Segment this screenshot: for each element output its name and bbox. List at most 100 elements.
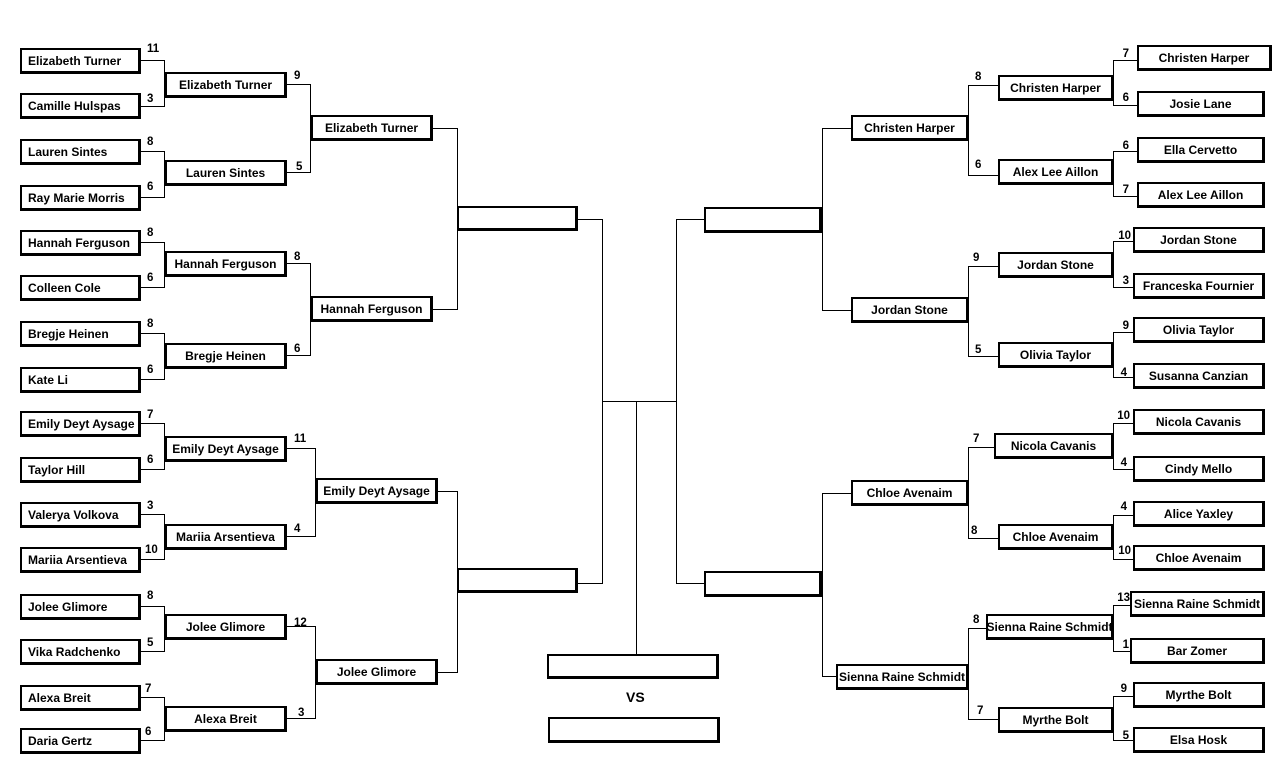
left-r1-slot: Ray Marie Morris [20, 185, 141, 211]
right-r1-slot: Sienna Raine Schmidt [1130, 591, 1265, 617]
vs-label: VS [626, 689, 645, 705]
final-bottom-slot [548, 717, 720, 743]
left-r1-score: 6 [145, 726, 152, 738]
right-r1-slot: Olivia Taylor [1133, 317, 1265, 343]
right-semi-slot [704, 571, 822, 597]
right-r1-slot: Nicola Cavanis [1133, 409, 1265, 435]
right-r2-score: 8 [971, 525, 978, 537]
left-r2-score: 6 [294, 343, 301, 355]
left-r1-score: 7 [147, 409, 154, 421]
connector-line [578, 583, 603, 584]
right-r2-score: 8 [973, 614, 980, 626]
right-r1-slot: Franceska Fournier [1133, 273, 1265, 299]
left-r1-slot: Kate Li [20, 367, 141, 393]
connector-line [287, 626, 316, 627]
connector-line [141, 379, 165, 380]
left-semi-slot [457, 568, 578, 593]
connector-line [968, 356, 998, 357]
connector-line [1113, 332, 1114, 378]
right-r1-score: 4 [1120, 367, 1127, 379]
connector-line [968, 628, 969, 720]
left-r1-slot: Valerya Volkova [20, 502, 141, 528]
right-r1-score: 4 [1120, 501, 1127, 513]
left-r1-slot: Lauren Sintes [20, 139, 141, 165]
connector-line [141, 197, 165, 198]
connector-line [968, 266, 998, 267]
right-r1-score: 9 [1120, 683, 1127, 695]
left-r1-slot: Jolee Glimore [20, 594, 141, 620]
connector-line [141, 697, 165, 698]
left-r2-slot: Jolee Glimore [165, 614, 287, 640]
left-r2-slot: Mariia Arsentieva [165, 524, 287, 550]
right-r1-slot: Christen Harper [1137, 45, 1272, 71]
right-r1-score: 7 [1122, 184, 1129, 196]
connector-line [164, 606, 165, 652]
final-top-slot [547, 654, 719, 679]
connector-line [1113, 377, 1137, 378]
left-semi-slot [457, 206, 578, 231]
right-r3-slot: Jordan Stone [851, 297, 969, 323]
right-r1-slot: Josie Lane [1137, 91, 1265, 117]
right-r2-score: 7 [977, 705, 984, 717]
left-r1-slot: Bregje Heinen [20, 321, 141, 347]
connector-line [822, 493, 823, 677]
connector-line [438, 672, 458, 673]
left-r2-score: 4 [294, 523, 301, 535]
left-r1-slot: Emily Deyt Aysage [20, 411, 141, 437]
left-r2-slot: Emily Deyt Aysage [165, 436, 287, 462]
right-r1-slot: Chloe Avenaim [1133, 545, 1265, 571]
connector-line [433, 309, 458, 310]
right-r1-slot: Alex Lee Aillon [1137, 182, 1265, 208]
right-r1-score: 9 [1122, 320, 1129, 332]
left-r1-score: 6 [147, 272, 154, 284]
left-r1-score: 8 [147, 590, 154, 602]
left-r1-slot: Elizabeth Turner [20, 48, 141, 74]
connector-line [141, 242, 165, 243]
left-r1-score: 5 [147, 637, 154, 649]
connector-line [141, 333, 165, 334]
left-r2-slot: Lauren Sintes [165, 160, 287, 186]
connector-line [141, 469, 165, 470]
connector-line [164, 242, 165, 288]
connector-line [968, 447, 969, 539]
connector-line [676, 219, 704, 220]
connector-line [636, 401, 637, 655]
left-r2-score: 5 [296, 161, 303, 173]
connector-line [1113, 241, 1114, 288]
connector-line [310, 263, 311, 356]
right-r1-slot: Jordan Stone [1133, 227, 1265, 253]
connector-line [1113, 423, 1114, 470]
right-r2-slot: Chloe Avenaim [998, 524, 1114, 550]
right-r2-score: 8 [975, 71, 982, 83]
connector-line [287, 84, 311, 85]
right-r1-slot: Ella Cervetto [1137, 137, 1265, 163]
connector-line [1113, 651, 1137, 652]
left-r2-slot: Elizabeth Turner [165, 72, 287, 98]
connector-line [1113, 605, 1114, 652]
left-r2-slot: Alexa Breit [165, 706, 287, 732]
left-r2-score: 11 [294, 433, 307, 445]
right-r1-score: 10 [1118, 230, 1131, 242]
connector-line [287, 355, 311, 356]
left-r1-slot: Daria Gertz [20, 728, 141, 754]
left-r3-slot: Elizabeth Turner [311, 115, 433, 141]
left-r1-score: 7 [145, 683, 152, 695]
left-r1-slot: Mariia Arsentieva [20, 547, 141, 573]
left-r1-score: 6 [147, 364, 154, 376]
connector-line [287, 536, 316, 537]
connector-line [164, 151, 165, 198]
left-r2-slot: Bregje Heinen [165, 343, 287, 369]
connector-line [822, 128, 851, 129]
connector-line [1113, 287, 1137, 288]
left-r3-slot: Jolee Glimore [316, 659, 438, 685]
connector-line [164, 60, 165, 107]
connector-line [968, 719, 998, 720]
right-r1-score: 10 [1117, 410, 1130, 422]
connector-line [676, 219, 677, 584]
connector-line [438, 491, 458, 492]
left-r1-slot: Hannah Ferguson [20, 230, 141, 256]
left-r1-slot: Vika Radchenko [20, 639, 141, 665]
right-r2-slot: Alex Lee Aillon [998, 159, 1114, 185]
connector-line [141, 106, 165, 107]
